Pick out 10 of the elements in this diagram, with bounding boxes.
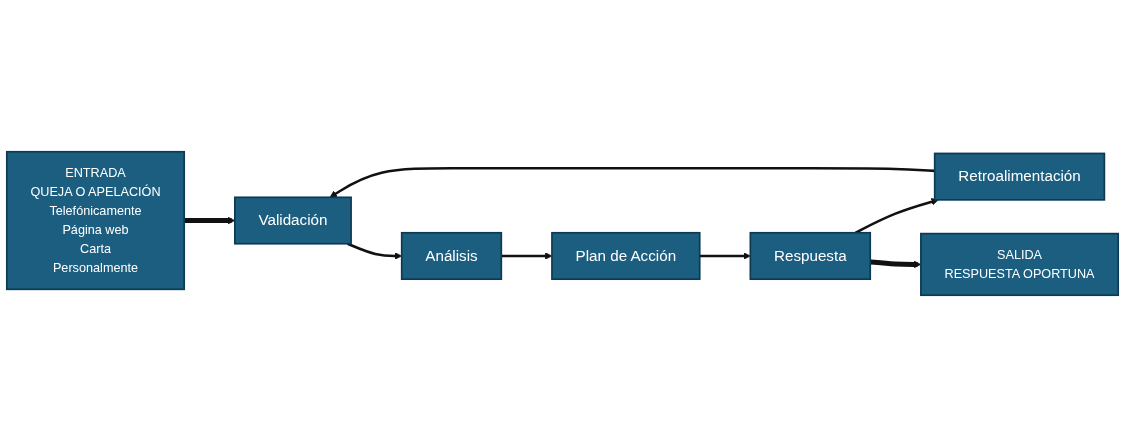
node-box: Análisis: [400, 231, 503, 280]
arrow: [699, 251, 751, 260]
arrow: [329, 166, 935, 198]
node-box: Validación: [234, 196, 352, 245]
node-box: SALIDA RESPUESTA OPORTUNA: [920, 232, 1120, 296]
arrow: [854, 197, 939, 234]
node-box: Retroalimentación: [933, 152, 1106, 201]
node-box: Respuesta: [749, 231, 872, 280]
node-box: Plan de Acción: [551, 231, 701, 280]
node-box: ENTRADA QUEJA O APELACIÓN Telefónicamente Página web Carta Personalmente: [5, 150, 186, 290]
